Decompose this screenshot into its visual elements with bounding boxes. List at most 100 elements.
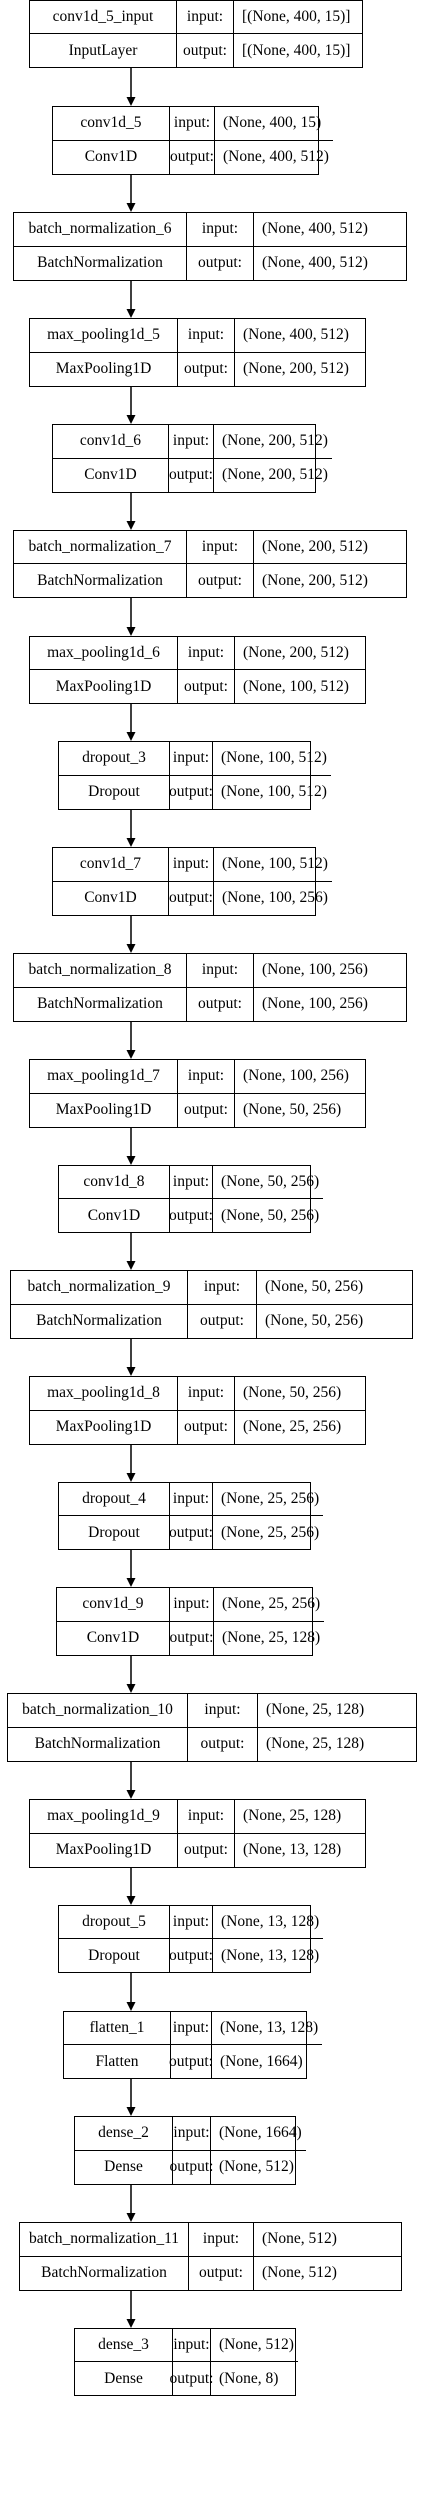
layer-class: InputLayer	[30, 34, 177, 67]
output-shape: (None, 400, 512)	[223, 148, 329, 166]
layer-name: dropout_3	[59, 742, 170, 776]
layer-class: Conv1D	[53, 140, 170, 174]
arrow-head-icon	[126, 2319, 136, 2328]
input-shape: (None, 512)	[211, 2329, 298, 2362]
layer-class: MaxPooling1D	[30, 352, 178, 386]
output-label: output:	[188, 1727, 258, 1761]
input-label: input:	[170, 1906, 213, 1939]
input-label: input:	[173, 2329, 211, 2362]
input-label: input:	[171, 2012, 212, 2045]
arrow-head-icon	[126, 1790, 136, 1799]
output-label: output:	[169, 458, 214, 492]
layer-name: flatten_1	[64, 2012, 171, 2045]
output-shape: (None, 1664)	[220, 2052, 303, 2070]
layer-class: MaxPooling1D	[30, 670, 178, 703]
input-shape: (None, 25, 128)	[235, 1800, 365, 1834]
output-label: output:	[187, 987, 254, 1021]
input-label: input:	[189, 2223, 254, 2257]
layer-class: BatchNormalization	[20, 2256, 189, 2290]
arrow-head-icon	[126, 1473, 136, 1482]
layer-name: conv1d_7	[53, 848, 169, 882]
layer-class: MaxPooling1D	[30, 1410, 178, 1444]
output-shape: (None, 200, 512)	[262, 571, 368, 589]
input-shape: (None, 100, 512)	[213, 742, 331, 776]
output-shape: (None, 200, 512)	[243, 360, 349, 378]
input-label: input:	[170, 742, 213, 776]
layer-name: max_pooling1d_8	[30, 1377, 178, 1411]
output-shape: (None, 100, 256)	[262, 995, 368, 1013]
input-label: input:	[188, 1694, 258, 1728]
input-label: input:	[178, 1377, 235, 1411]
layer-name: dropout_5	[59, 1906, 170, 1939]
output-shape: (None, 25, 256)	[243, 1418, 342, 1436]
layer-name: dropout_4	[59, 1483, 170, 1516]
input-label: input:	[178, 637, 235, 670]
output-label: output:	[187, 246, 254, 280]
arrow-head-icon	[126, 2213, 136, 2222]
output-shape: (None, 400, 512)	[262, 254, 368, 272]
arrow-head-icon	[126, 2107, 136, 2116]
arrow-head-icon	[126, 97, 136, 106]
arrow-head-icon	[126, 415, 136, 424]
output-label: output:	[178, 670, 235, 703]
input-label: input:	[178, 1800, 235, 1834]
layer-class: Conv1D	[53, 881, 169, 915]
input-label: input:	[178, 1060, 235, 1094]
output-label: output:	[170, 2150, 213, 2184]
output-label: output:	[177, 34, 234, 67]
layer-name: dense_3	[75, 2329, 173, 2362]
input-shape: (None, 25, 256)	[214, 1588, 325, 1622]
output-label: output:	[170, 2362, 213, 2395]
arrow-head-icon	[126, 1578, 136, 1587]
input-shape: (None, 512)	[254, 2223, 401, 2257]
input-shape: (None, 100, 256)	[254, 954, 406, 988]
output-shape: (None, 100, 512)	[221, 783, 327, 801]
output-label: output:	[169, 1516, 213, 1549]
input-shape: (None, 400, 15)	[215, 107, 333, 141]
arrow-head-icon	[126, 1050, 136, 1059]
arrow-head-icon	[126, 1156, 136, 1165]
arrow-head-icon	[126, 521, 136, 530]
input-label: input:	[169, 848, 214, 882]
layer-class: Flatten	[64, 2045, 171, 2078]
layer-name: max_pooling1d_7	[30, 1060, 178, 1094]
input-label: input:	[187, 531, 254, 564]
output-label: output:	[178, 1093, 235, 1127]
output-label: output:	[169, 775, 213, 809]
input-shape: (None, 50, 256)	[213, 1166, 324, 1199]
layer-class: BatchNormalization	[11, 1304, 188, 1338]
layer-class: Conv1D	[53, 458, 169, 492]
layer-name: batch_normalization_10	[8, 1694, 188, 1728]
input-shape: (None, 200, 512)	[254, 531, 406, 564]
input-shape: [(None, 400, 15)]	[234, 1, 362, 34]
layer-class: Conv1D	[57, 1621, 170, 1655]
input-label: input:	[170, 1588, 214, 1622]
layer-class: Dense	[75, 2150, 173, 2184]
output-shape: (None, 50, 256)	[221, 1206, 320, 1224]
layer-name: batch_normalization_8	[14, 954, 187, 988]
input-shape: (None, 13, 128)	[213, 1906, 324, 1939]
layer-class: MaxPooling1D	[30, 1833, 178, 1867]
layer-class: Dense	[75, 2362, 173, 2395]
layer-name: max_pooling1d_6	[30, 637, 178, 670]
output-shape: (None, 25, 128)	[266, 1735, 365, 1753]
input-shape: (None, 50, 256)	[235, 1377, 365, 1411]
input-shape: (None, 200, 512)	[214, 425, 332, 459]
arrow-head-icon	[126, 1367, 136, 1376]
layer-class: Dropout	[59, 775, 170, 809]
input-shape: (None, 1664)	[211, 2117, 306, 2151]
input-label: input:	[170, 107, 215, 141]
layer-name: batch_normalization_11	[20, 2223, 189, 2257]
input-shape: (None, 200, 512)	[235, 637, 365, 670]
